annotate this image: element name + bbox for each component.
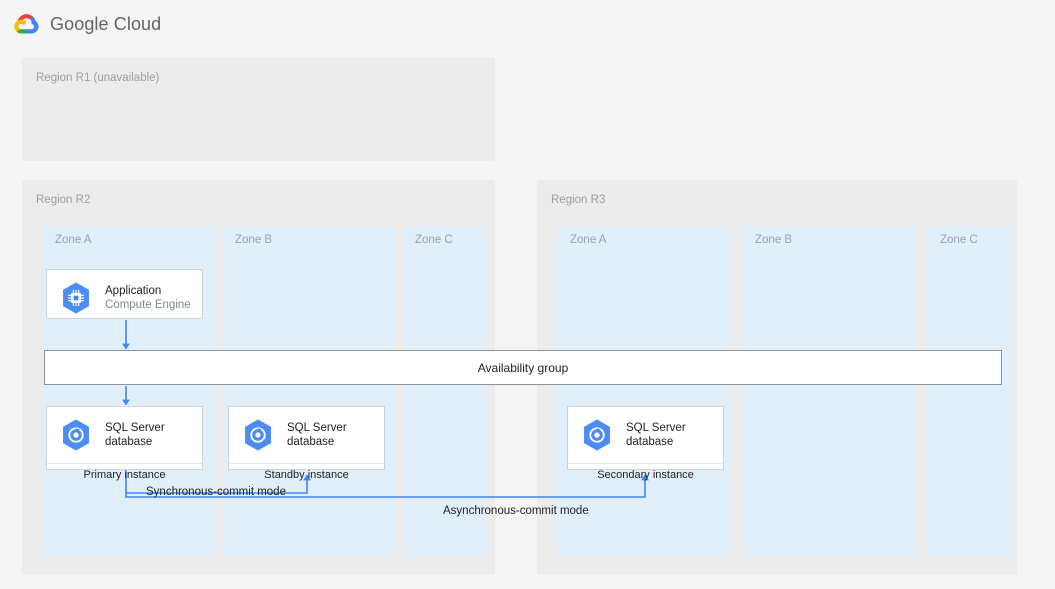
node-standby-footer: Standby instance xyxy=(229,463,384,487)
zone-r2-b-label: Zone B xyxy=(235,234,273,246)
node-secondary-instance[interactable]: SQL Server database Secondary instance xyxy=(567,406,724,481)
node-secondary-title: SQL Server database xyxy=(626,421,686,448)
zone-r3-b: Zone B xyxy=(743,226,915,556)
node-application-subtitle: Compute Engine xyxy=(105,299,191,311)
sql-server-database-icon xyxy=(245,419,271,451)
availability-group-bar: Availability group xyxy=(44,350,1002,385)
node-primary-text: SQL Server database xyxy=(105,421,165,450)
zone-r2-b: Zone B xyxy=(223,226,395,556)
node-primary-footer: Primary instance xyxy=(47,463,202,487)
zone-r3-c: Zone C xyxy=(928,226,1010,556)
node-standby-text: SQL Server database xyxy=(287,421,347,450)
zone-r3-c-label: Zone C xyxy=(940,234,978,246)
zone-r3-a: Zone A xyxy=(558,226,730,556)
node-secondary-footer: Secondary instance xyxy=(568,463,723,487)
node-secondary-text: SQL Server database xyxy=(626,421,686,450)
node-application[interactable]: Application Compute Engine xyxy=(46,269,203,319)
availability-group-label: Availability group xyxy=(477,360,569,375)
region-r1-label: Region R1 (unavailable) xyxy=(36,72,160,84)
node-application-body: Application Compute Engine xyxy=(47,270,202,326)
node-application-title: Application xyxy=(105,284,162,297)
node-secondary-body: SQL Server database xyxy=(568,407,723,463)
region-r1: Region R1 (unavailable) xyxy=(22,58,495,161)
zone-r3-b-label: Zone B xyxy=(755,234,793,246)
node-primary-title: SQL Server database xyxy=(105,421,165,448)
google-cloud-wordmark: Google Cloud xyxy=(50,13,162,34)
node-standby-title: SQL Server database xyxy=(287,421,347,448)
node-standby-instance[interactable]: SQL Server database Standby instance xyxy=(228,406,385,481)
page-header: Google Cloud xyxy=(0,0,1055,48)
sql-server-database-icon xyxy=(63,419,89,451)
node-application-text: Application Compute Engine xyxy=(105,284,191,313)
edge-label-asynchronous-commit: Asynchronous-commit mode xyxy=(443,505,589,517)
node-standby-body: SQL Server database xyxy=(229,407,384,463)
zone-r2-c: Zone C xyxy=(403,226,485,556)
compute-engine-icon xyxy=(63,282,89,314)
zone-r2-c-label: Zone C xyxy=(415,234,453,246)
node-primary-body: SQL Server database xyxy=(47,407,202,463)
region-r2-label: Region R2 xyxy=(36,194,91,206)
node-primary-instance[interactable]: SQL Server database Primary instance xyxy=(46,406,203,481)
edge-label-synchronous-commit: Synchronous-commit mode xyxy=(146,486,286,498)
region-r3-label: Region R3 xyxy=(551,194,606,206)
sql-server-database-icon xyxy=(584,419,610,451)
zone-r2-a-label: Zone A xyxy=(55,234,92,246)
google-cloud-logo-icon xyxy=(14,14,39,34)
zone-r3-a-label: Zone A xyxy=(570,234,607,246)
